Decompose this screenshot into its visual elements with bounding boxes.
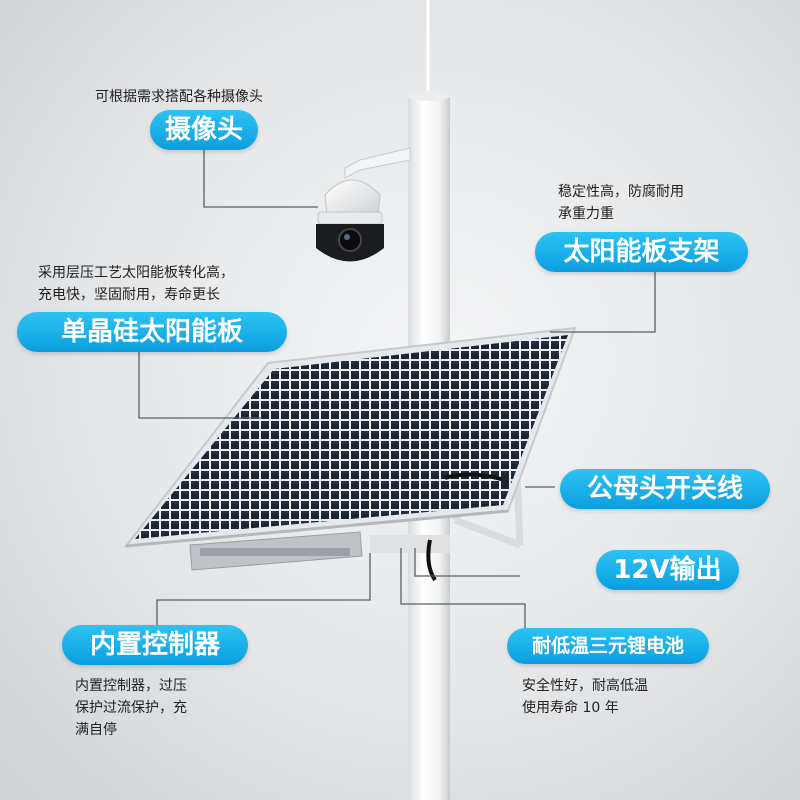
- camera-arm: [344, 147, 411, 179]
- controller-note-line1: 内置控制器，过压: [75, 678, 187, 694]
- camera-icon: [316, 179, 384, 262]
- battery-title: 耐低温三元锂电池: [507, 628, 709, 664]
- panel-title: 单晶硅太阳能板: [17, 312, 287, 352]
- controller-box: [189, 531, 363, 571]
- bracket-note-line1: 稳定性高，防腐耐用: [558, 184, 684, 200]
- solar-panel-icon: [123, 326, 577, 548]
- cable-title: 公母头开关线: [560, 469, 770, 509]
- cable: [426, 472, 506, 582]
- battery-note-line2: 使用寿命 10 年: [522, 700, 619, 716]
- leader-lines: [138, 150, 656, 645]
- camera-title: 摄像头: [150, 110, 258, 150]
- bracket-title: 太阳能板支架: [535, 232, 748, 272]
- battery-note-line1: 安全性好，耐高低温: [522, 678, 648, 694]
- panel-note-line1: 采用层压工艺太阳能板转化高，: [38, 265, 234, 281]
- bracket-note-line2: 承重力重: [558, 206, 614, 222]
- controller-note-line3: 满自停: [75, 722, 117, 738]
- output-title: 12V输出: [596, 550, 739, 590]
- controller-note-line2: 保护过流保护，充: [75, 700, 187, 716]
- controller-title: 内置控制器: [62, 625, 248, 665]
- camera-note: 可根据需求搭配各种摄像头: [95, 89, 263, 105]
- panel-note-line2: 充电快，坚固耐用，寿命更长: [38, 287, 220, 303]
